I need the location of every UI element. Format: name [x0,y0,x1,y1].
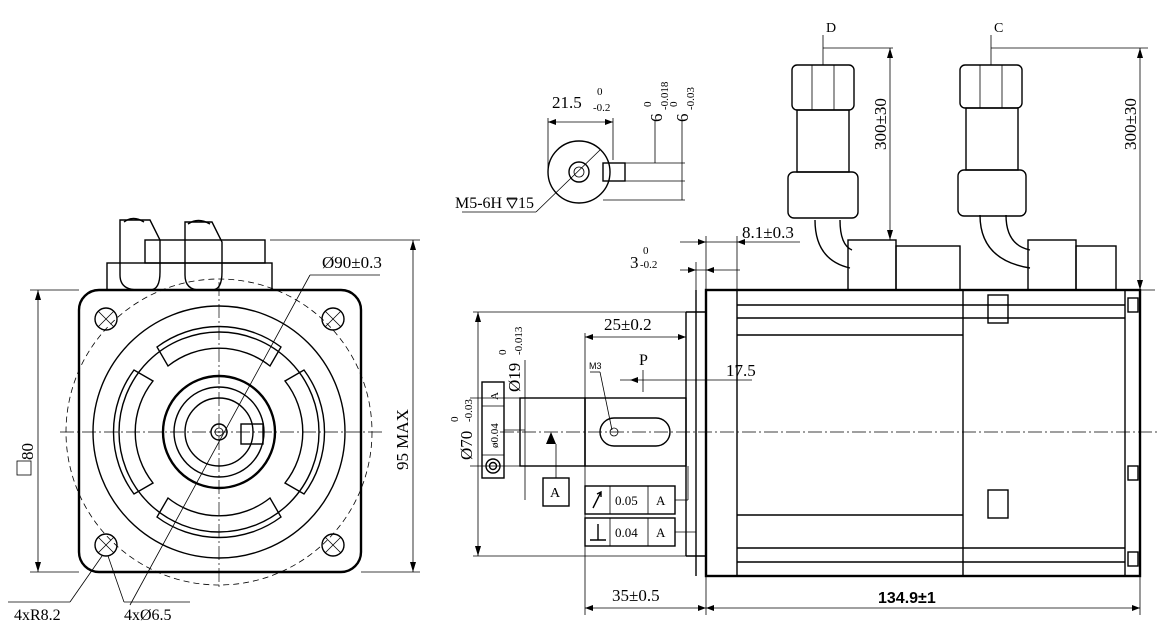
dim-95-max [270,239,420,573]
arc-slot-right [283,369,326,495]
shaft-end-hole-inner [573,166,585,178]
runout-ref: A [656,493,666,508]
square-symbol [16,460,32,476]
cable-c-plug [959,64,1023,109]
cable-c-gland [965,107,1019,171]
cable-length-d-label: 300±30 [871,98,890,150]
cable-d-bend-inner [839,219,853,251]
cable-d-bend-outer [814,219,851,269]
dia90-label: Ø90±0.3 [322,253,382,272]
dim-3-base: 3 [630,253,639,272]
arc-slot-bottom [156,496,282,539]
arc-slot-left [112,369,155,495]
depth-symbol-icon [506,198,518,210]
front-connectors [106,217,273,291]
connector-d-housing [847,239,897,291]
corner-radius-label: 4xR8.2 [14,607,61,624]
p-label: P [639,352,648,369]
pilot-dia-base: Ø70 [457,431,476,460]
cable-d-nut [787,171,859,219]
body-clip-top [987,294,1009,324]
dim-17-5-label: 17.5 [726,361,756,380]
dim-8-1-label: 8.1±0.3 [742,223,794,242]
shaft-dia-base: Ø19 [505,363,524,392]
runout-value: 0.05 [615,493,638,508]
key-depth-base: 6 [673,114,692,123]
cable-c-bend-inner [1005,214,1031,251]
shaft-dia-tol-up: 0 [497,349,509,355]
coax-ref: A [489,392,501,400]
side-view [470,35,1160,615]
shaft-end-key [602,162,626,182]
cable-c-label: C [994,21,1003,36]
cable-d-label: D [826,21,836,36]
motor-body [704,288,1142,578]
coax-value: ø0.04 [489,423,501,448]
perp-ref: A [656,525,666,540]
arc-slot-top [156,325,282,368]
thread-depth-label: 15 [518,195,534,212]
hole-dia-label: 4xØ6.5 [124,607,172,624]
cable-length-c-label: 300±30 [1121,98,1140,150]
rear-tab-1 [1127,297,1139,313]
body-clip-bottom [987,489,1009,519]
shaft-end-hole [568,161,590,183]
cable-d-plug [791,64,855,111]
rear-tab-3 [1127,551,1139,567]
connector-c-housing [1027,239,1077,291]
hole-leader [107,555,125,603]
cable-d-gland [796,109,850,173]
body-length-label: 134.9±1 [878,590,936,607]
key-depth-tol-up: 0 [668,101,680,107]
r82-leader [69,555,103,603]
rear-tab-2 [1127,465,1139,481]
cable-c-bend-outer [979,214,1031,269]
shaft-dia-tol-dn: -0.013 [513,326,525,355]
dim-square-80 [30,289,79,573]
dim-3-tol-dn: -0.2 [640,259,657,271]
square-80-label: 80 [18,443,37,460]
shaft-end-circle [547,140,611,204]
key-length-label: 25±0.2 [604,315,652,334]
dia90-leader [129,274,311,606]
key-length-base: 21.5 [552,93,582,112]
runout-arrow-icon [592,490,602,509]
datum-label: A [550,486,561,501]
shaft-key [240,423,264,445]
m3-label: M3 [589,361,602,371]
height-95-label: 95 MAX [393,409,412,470]
corner-holes [94,307,345,557]
connector-d-base [895,245,961,291]
datum-triangle [546,432,556,444]
flange-thickness-label: 35±0.5 [612,586,660,605]
key-width-tol-up: 0 [642,101,654,107]
cable-c-nut [957,169,1027,217]
shaft-end-view [462,118,685,213]
key-depth-tol-dn: -0.03 [685,87,697,110]
coax-icon [485,458,501,474]
dim-3-tol-up: 0 [643,245,649,257]
front-view: 80 95 MAX Ø90±0.3 4xR8.2 4xØ6.5 [8,217,420,624]
thread-label: M5-6H [455,195,503,212]
perp-value: 0.04 [615,525,638,540]
perpendicular-icon [590,524,606,541]
connector-c-base [1075,245,1117,291]
key-width-tol-dn: -0.018 [659,81,671,110]
pilot-dia-tol-up: 0 [449,416,461,422]
key-width-base: 6 [647,114,666,123]
pilot-dia-tol-dn: -0.03 [463,399,475,422]
key-length-tol-up: 0 [597,86,603,98]
datum-box [542,477,570,507]
key-length-tol-dn: -0.2 [593,102,610,114]
